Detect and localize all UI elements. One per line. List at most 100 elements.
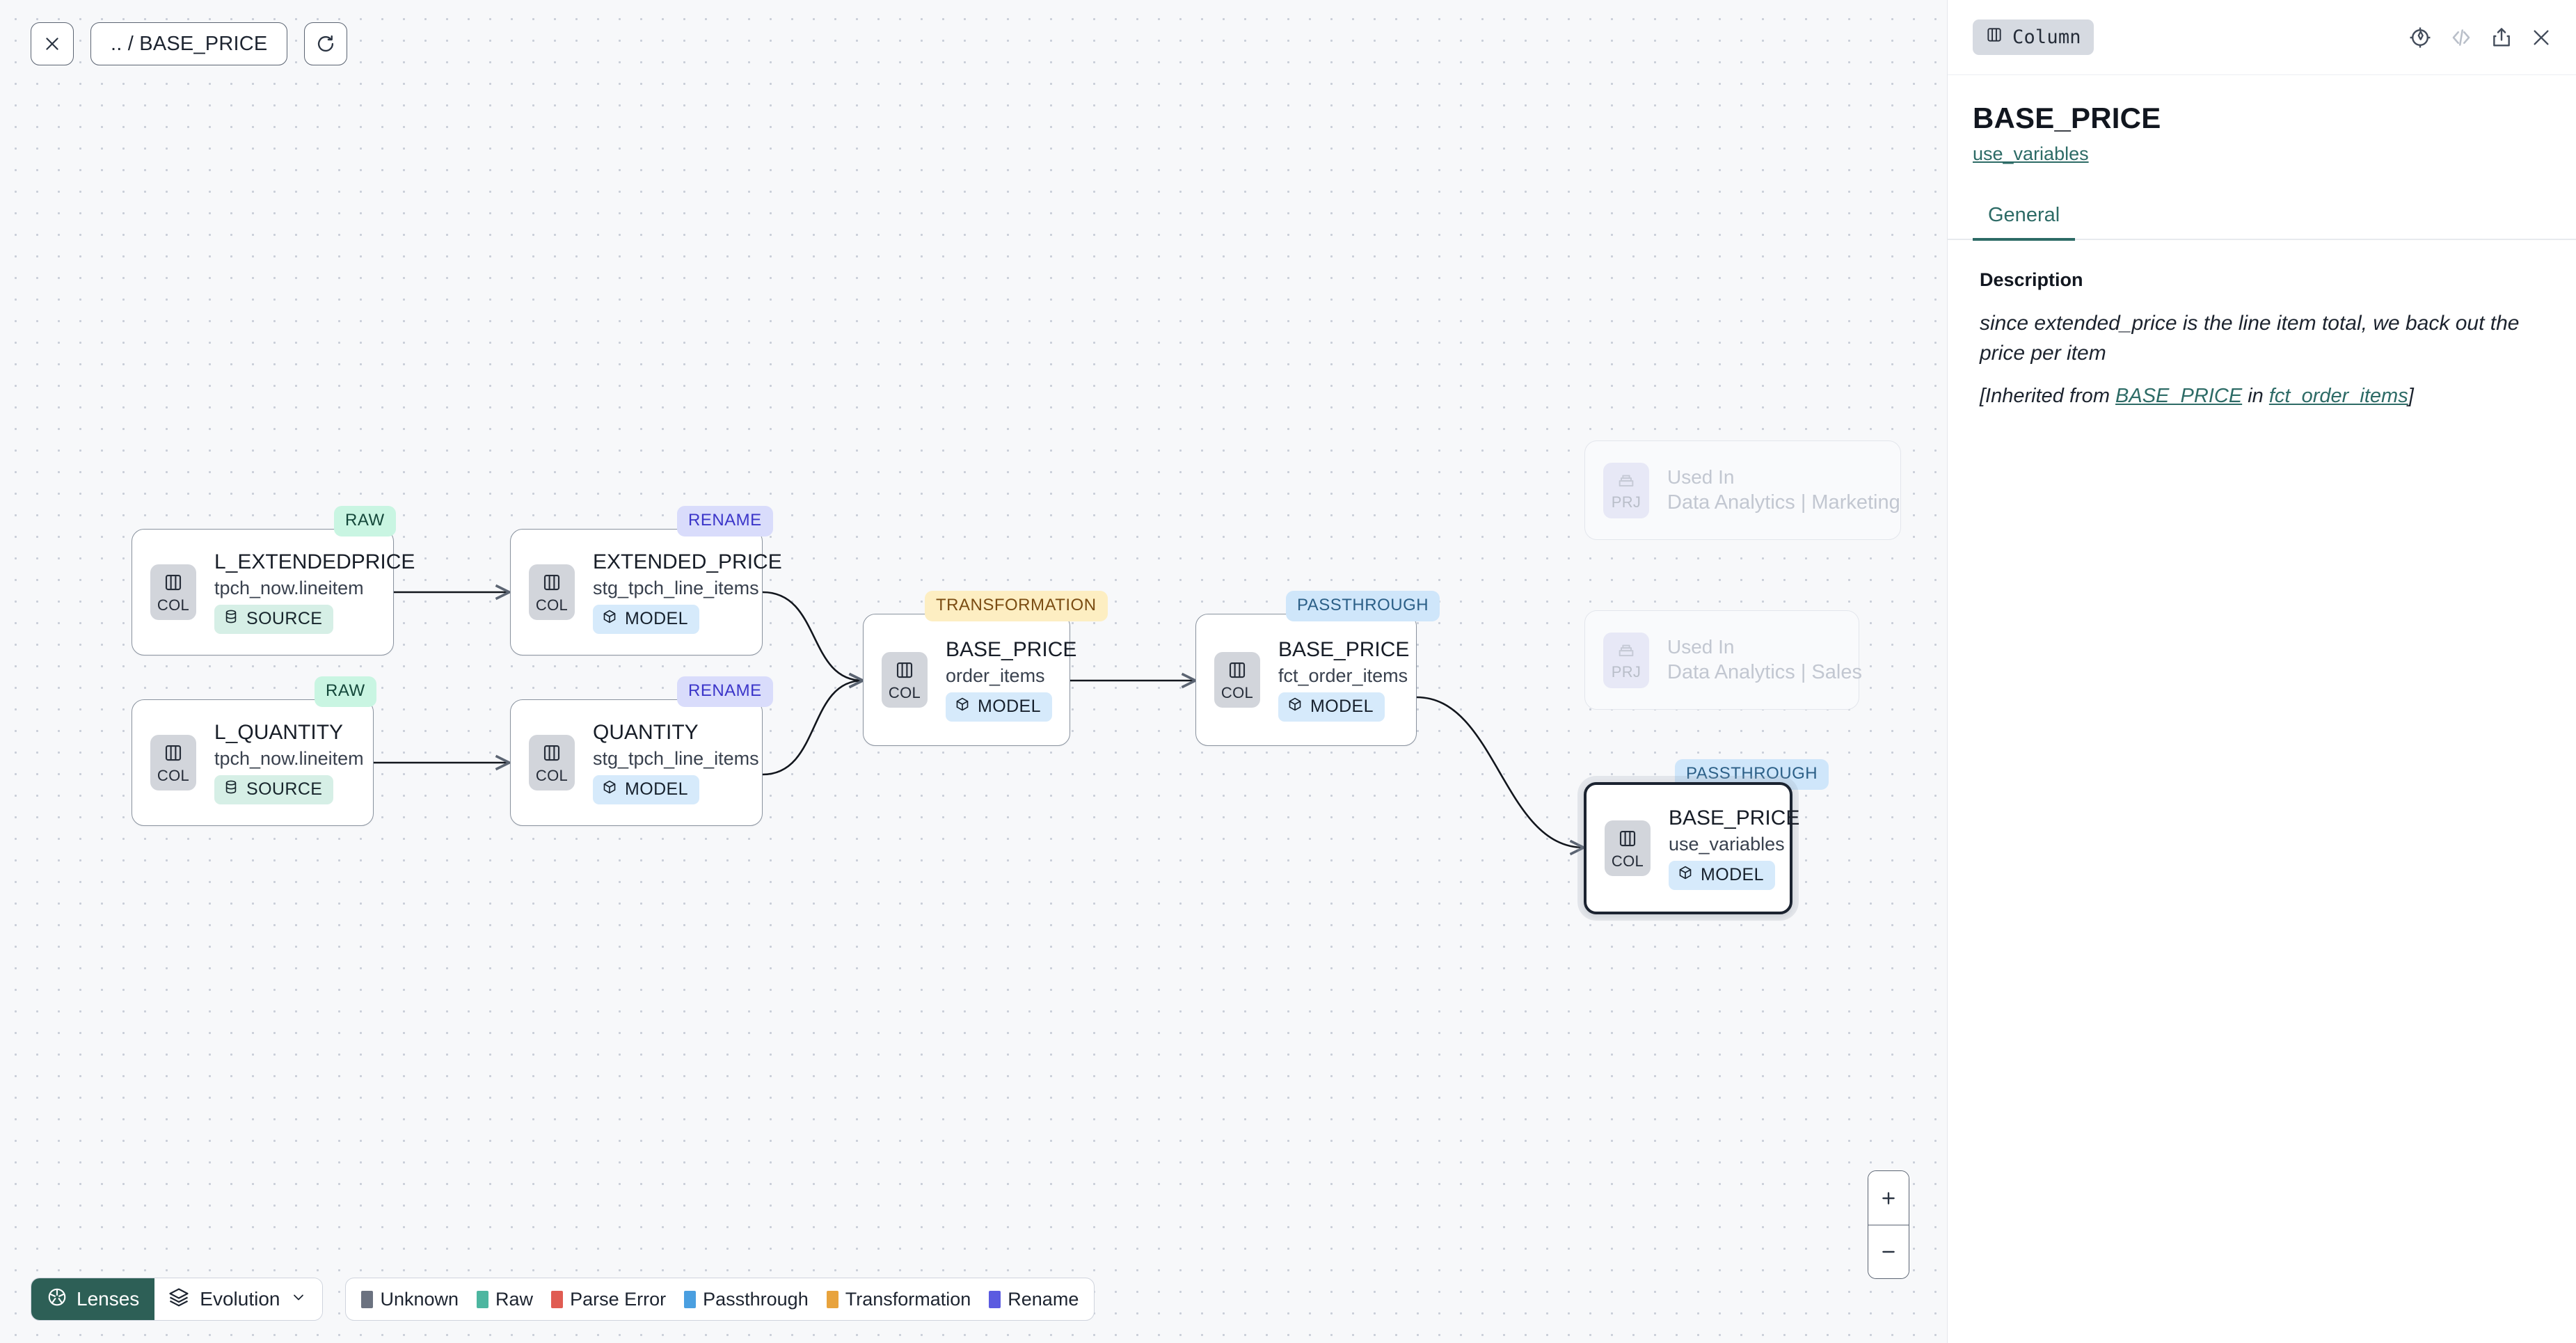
- node-type-pill-label: MODEL: [978, 696, 1041, 716]
- breadcrumb[interactable]: .. / BASE_PRICE: [90, 22, 288, 65]
- graph-node-base-price-order-items[interactable]: COL BASE_PRICE order_items MODEL: [863, 614, 1076, 746]
- col-badge-label: COL: [157, 766, 190, 784]
- evolution-dropdown[interactable]: Evolution: [154, 1278, 323, 1320]
- prj-badge: PRJ: [1603, 632, 1649, 688]
- legend-item-parse-error: Parse Error: [551, 1289, 666, 1310]
- node-tag-raw-extendedprice: RAW: [334, 506, 396, 537]
- legend-swatch: [477, 1290, 489, 1308]
- node-body: L_EXTENDEDPRICE tpch_now.lineitem SOURCE: [214, 550, 415, 634]
- node-tag-raw-quantity: RAW: [315, 676, 376, 707]
- inherited-model-link[interactable]: fct_order_items: [2268, 385, 2408, 408]
- col-badge-label: COL: [1611, 852, 1644, 870]
- close-panel-icon[interactable]: [2530, 26, 2552, 49]
- col-badge: COL: [529, 735, 575, 790]
- node-tag-rename-quantity: RENAME: [677, 676, 773, 707]
- node-type-pill-label: MODEL: [625, 608, 688, 628]
- close-icon: [43, 35, 61, 53]
- col-badge: COL: [1605, 820, 1651, 876]
- node-type-pill: MODEL: [946, 692, 1052, 722]
- cube-icon: [1287, 697, 1303, 717]
- node-type-pill: MODEL: [593, 604, 699, 634]
- details-panel: Column BASE_PRICE use_variables Gener: [1947, 0, 2576, 1343]
- database-icon: [223, 779, 239, 800]
- prj-badge-label: PRJ: [1611, 493, 1641, 511]
- cube-icon: [1678, 865, 1693, 885]
- graph-node-l-quantity[interactable]: COL L_QUANTITY tpch_now.lineitem SOURCE: [132, 699, 374, 826]
- share-icon[interactable]: [2490, 26, 2513, 49]
- graph-node-extended-price[interactable]: COL EXTENDED_PRICE stg_tpch_line_items M…: [510, 529, 782, 655]
- node-title: BASE_PRICE: [1669, 806, 1800, 830]
- details-panel-header: Column: [1948, 0, 2576, 75]
- tab-general[interactable]: General: [1973, 196, 2076, 241]
- lenses-group: Lenses Evolution: [31, 1278, 324, 1321]
- node-type-pill: MODEL: [1278, 692, 1385, 722]
- node-subtitle: stg_tpch_line_items: [593, 747, 759, 769]
- legend-label: Unknown: [380, 1288, 459, 1310]
- node-tag-passthrough-fct: PASSTHROUGH: [1286, 591, 1440, 621]
- column-icon: [163, 742, 184, 767]
- inherited-middle: in: [2242, 385, 2269, 408]
- parent-model-link[interactable]: use_variables: [1973, 143, 2089, 164]
- aperture-icon: [47, 1287, 67, 1312]
- cube-icon: [955, 697, 970, 717]
- column-icon: [1617, 828, 1638, 852]
- canvas-bottom-bar: Lenses Evolution Unknown: [31, 1278, 1095, 1321]
- node-title: QUANTITY: [593, 721, 699, 745]
- legend-label: Transformation: [845, 1288, 971, 1310]
- legend-label: Parse Error: [570, 1288, 667, 1310]
- legend-label: Passthrough: [703, 1288, 809, 1310]
- node-subtitle: tpch_now.lineitem: [214, 747, 364, 769]
- node-subtitle: Data Analytics | Sales: [1667, 661, 1862, 684]
- lineage-legend: Unknown Raw Parse Error Passthrough Tran…: [345, 1278, 1095, 1321]
- lineage-canvas[interactable]: .. / BASE_PRICE: [0, 0, 1947, 1343]
- node-body: EXTENDED_PRICE stg_tpch_line_items MODEL: [593, 550, 782, 634]
- details-tabs: General: [1948, 196, 2576, 241]
- node-title: EXTENDED_PRICE: [593, 550, 782, 574]
- details-panel-actions: [2408, 26, 2552, 49]
- node-body: QUANTITY stg_tpch_line_items MODEL: [593, 721, 759, 804]
- zoom-out-button[interactable]: [1868, 1225, 1909, 1278]
- close-button[interactable]: [31, 22, 74, 65]
- node-tag-rename-extended-price: RENAME: [677, 506, 773, 537]
- legend-label: Raw: [495, 1288, 534, 1310]
- col-badge-label: COL: [157, 596, 190, 614]
- refresh-button[interactable]: [304, 22, 348, 65]
- col-badge-label: COL: [535, 766, 569, 784]
- graph-node-used-in-sales[interactable]: PRJ Used In Data Analytics | Sales: [1584, 610, 1862, 710]
- node-type-pill-label: MODEL: [1310, 696, 1374, 716]
- lenses-button-label: Lenses: [77, 1288, 140, 1310]
- graph-layer: RAW COL L_EXTENDEDPRICE tpch_now.lineite…: [132, 440, 1901, 914]
- node-body: L_QUANTITY tpch_now.lineitem SOURCE: [214, 721, 364, 804]
- node-type-pill: SOURCE: [214, 604, 334, 634]
- node-subtitle: stg_tpch_line_items: [593, 577, 759, 598]
- node-type-pill: SOURCE: [214, 774, 334, 804]
- refresh-icon: [316, 34, 335, 54]
- project-icon: [1616, 640, 1636, 663]
- node-subtitle: fct_order_items: [1278, 665, 1408, 686]
- node-type-pill-label: SOURCE: [246, 608, 323, 628]
- col-badge-label: COL: [888, 683, 921, 701]
- explore-compass-icon[interactable]: [2408, 26, 2432, 49]
- node-title: BASE_PRICE: [1278, 638, 1410, 662]
- node-tag-transformation: TRANSFORMATION: [925, 591, 1108, 621]
- graph-node-l-extendedprice[interactable]: COL L_EXTENDEDPRICE tpch_now.lineitem SO…: [132, 529, 415, 655]
- col-badge-label: COL: [535, 596, 569, 614]
- inherited-suffix: ]: [2408, 385, 2414, 408]
- column-icon: [1227, 660, 1248, 684]
- node-subtitle: Data Analytics | Marketing: [1667, 491, 1900, 514]
- col-badge: COL: [150, 735, 196, 790]
- graph-node-quantity[interactable]: COL QUANTITY stg_tpch_line_items MODEL: [510, 699, 763, 826]
- lenses-button[interactable]: Lenses: [31, 1278, 155, 1320]
- node-body: Used In Data Analytics | Sales: [1667, 636, 1862, 684]
- code-icon[interactable]: [2449, 26, 2473, 49]
- node-type-pill-label: SOURCE: [246, 779, 323, 799]
- graph-node-base-price-fct-order-items[interactable]: COL BASE_PRICE fct_order_items MODEL: [1195, 614, 1417, 746]
- node-subtitle: use_variables: [1669, 833, 1785, 855]
- graph-node-base-price-use-variables[interactable]: COL BASE_PRICE use_variables MODEL: [1584, 782, 1800, 914]
- inherited-column-link[interactable]: BASE_PRICE: [2115, 385, 2243, 408]
- zoom-in-button[interactable]: [1868, 1171, 1909, 1225]
- node-body: BASE_PRICE fct_order_items MODEL: [1278, 638, 1410, 722]
- legend-label: Rename: [1008, 1288, 1079, 1310]
- graph-node-used-in-marketing[interactable]: PRJ Used In Data Analytics | Marketing: [1584, 440, 1901, 540]
